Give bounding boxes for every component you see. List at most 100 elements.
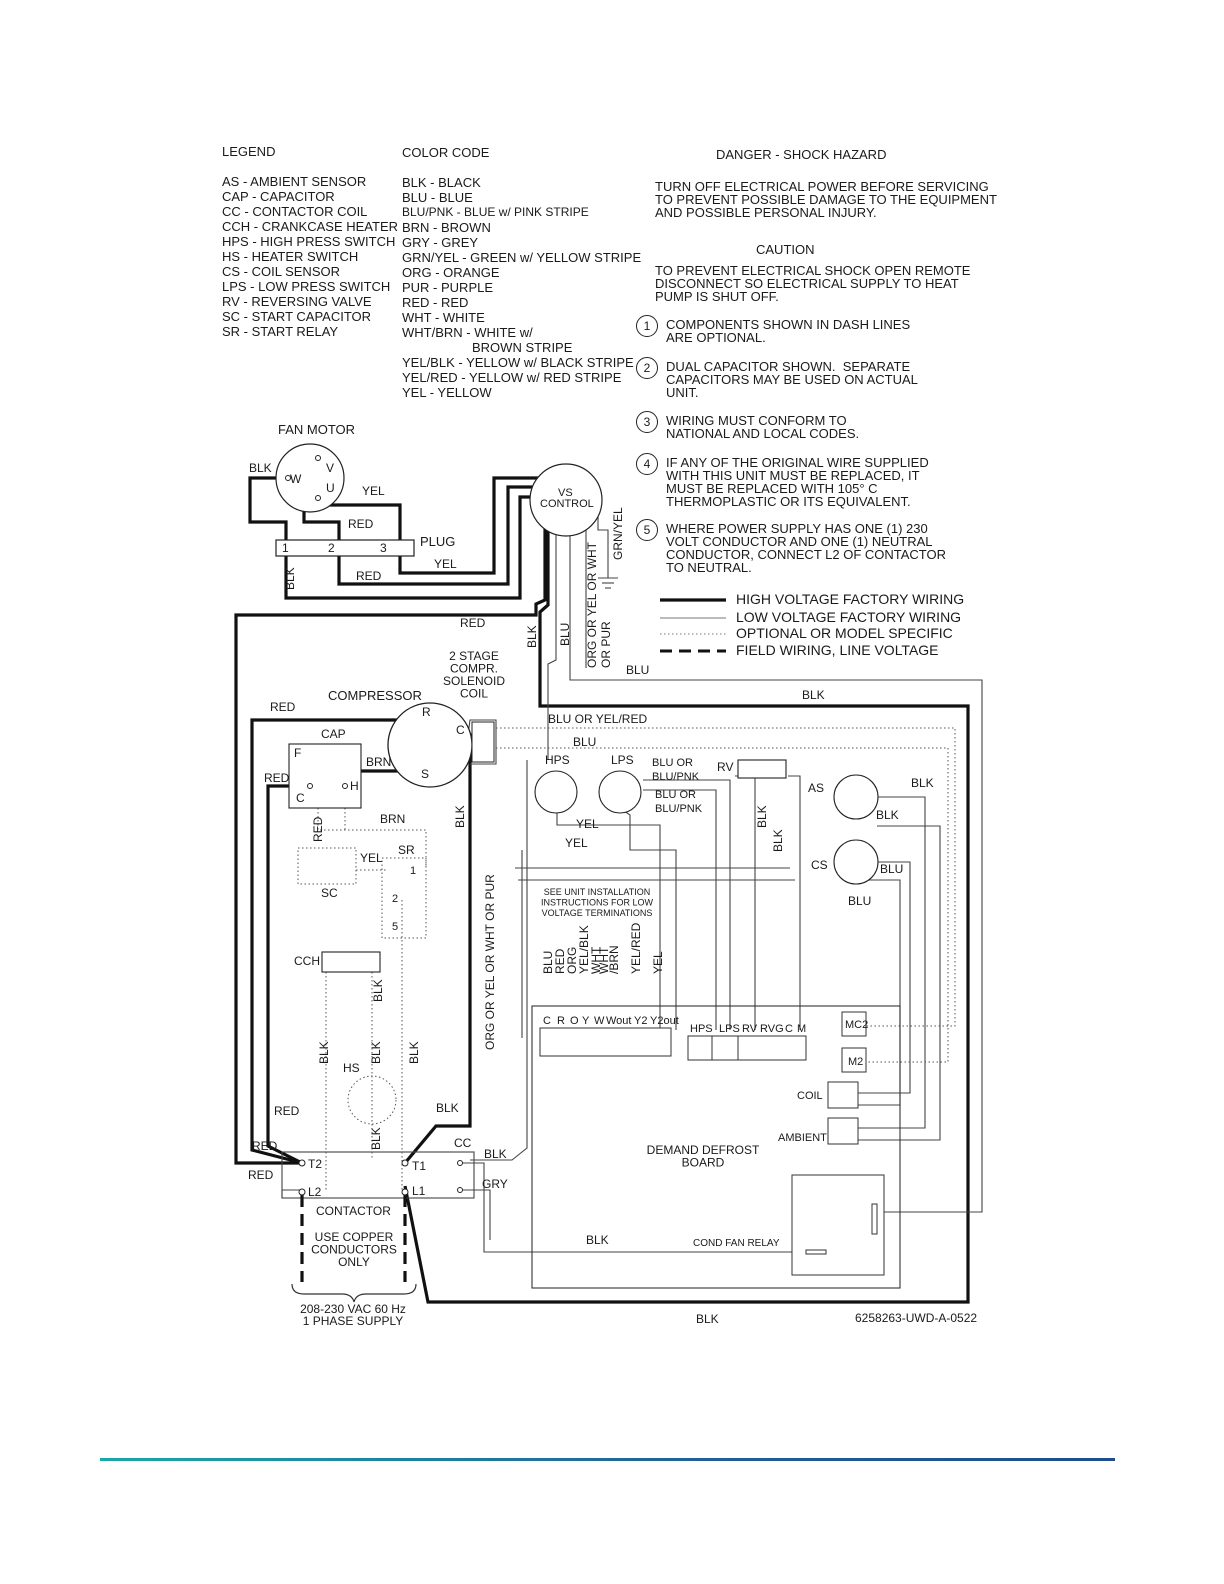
wire-label-blk: BLK [283, 567, 297, 590]
label-line: COMPR. [450, 662, 498, 676]
hv-terminal: C [785, 1023, 793, 1035]
hv-terminal: HPS [690, 1023, 713, 1035]
contactor-terminal-t2: T2 [308, 1157, 322, 1171]
wire-label-blk: BLK [696, 1312, 719, 1326]
wire-label-brn: BRN [366, 755, 391, 769]
danger-title: DANGER - SHOCK HAZARD [716, 147, 887, 162]
lv-terminal: Y2out [650, 1015, 679, 1027]
coil-label: COIL [797, 1090, 823, 1102]
wire-label-blk: BLK [586, 1233, 609, 1247]
label-line: COIL [460, 687, 488, 701]
contactor-terminal-l2: L2 [308, 1185, 322, 1199]
legend-item: CS - COIL SENSOR [222, 264, 340, 279]
wire-label-red: RED [252, 1139, 278, 1153]
note-number-circle: 4 [636, 453, 658, 475]
compressor-label: COMPRESSOR [328, 688, 422, 703]
color-code-item: BLK - BLACK [402, 175, 481, 190]
label-line: INSTRUCTIONS FOR LOW [541, 898, 654, 908]
vs-control-symbol [529, 463, 603, 537]
lv-wire-color-label: BLU [541, 951, 555, 974]
control-label: CONTROL [540, 498, 594, 510]
m2-box [841, 1047, 867, 1073]
wire-label-blu-pnk: BLU/PNK [655, 803, 703, 815]
color-code-item: BLU - BLUE [402, 190, 473, 205]
caution-text: TO PREVENT ELECTRICAL SHOCK OPEN REMOTE … [655, 263, 971, 304]
color-code-item: BRN - BROWN [402, 220, 491, 235]
coil-connector [827, 1081, 859, 1109]
fan-motor-label: FAN MOTOR [278, 422, 355, 437]
legend-item: HPS - HIGH PRESS SWITCH [222, 234, 396, 249]
label-line: SOLENOID [443, 674, 505, 688]
lv-terminal: O [570, 1015, 579, 1027]
color-code-title: COLOR CODE [402, 145, 490, 160]
color-code-item: YEL - YELLOW [402, 385, 492, 400]
contactor-terminal-t1: T1 [412, 1159, 426, 1173]
wire-label-blk: BLK [453, 805, 467, 828]
field-wiring [300, 1195, 407, 1282]
cap-label: CAP [321, 727, 346, 741]
high-press-switch-symbol [534, 770, 578, 814]
label-line: 1 PHASE SUPPLY [303, 1314, 404, 1328]
wire-label-gry: GRY [482, 1177, 508, 1191]
cs-label: CS [811, 858, 828, 872]
legend-item: RV - REVERSING VALVE [222, 294, 372, 309]
wire-label-blk: BLK [911, 776, 934, 790]
note-text: IF ANY OF THE ORIGINAL WIRE SUPPLIED WIT… [666, 455, 929, 509]
wire-label-yel: YEL [434, 557, 457, 571]
lv-wire-color-label: /BRN [607, 945, 621, 974]
wire-label-yel: YEL [576, 817, 599, 831]
supply-brace [291, 1283, 417, 1303]
line-key-samples [660, 598, 726, 653]
legend-title: LEGEND [222, 144, 276, 159]
hv-terminal: RV [742, 1023, 758, 1035]
wire-label-yel: YEL [565, 836, 588, 850]
cond-fan-relay-label: COND FAN RELAY [693, 1238, 780, 1249]
line-key-low-voltage: LOW VOLTAGE FACTORY WIRING [736, 609, 962, 625]
plug-terminal-3: 3 [380, 541, 387, 555]
lv-wire-color-label: YEL/BLK [577, 925, 591, 974]
lv-terminal: Wout [606, 1015, 631, 1027]
cond-fan-relay-box [791, 1174, 885, 1276]
label-line: VOLTAGE TERMINATIONS [542, 908, 653, 918]
legend-item: CAP - CAPACITOR [222, 189, 335, 204]
line-key-high-voltage: HIGH VOLTAGE FACTORY WIRING [736, 591, 965, 607]
note-number-circle: 5 [636, 519, 658, 541]
fan-motor-symbol [275, 443, 345, 513]
compressor-terminal-r: R [422, 705, 431, 719]
color-code-item: GRN/YEL - GREEN w/ YELLOW STRIPE [402, 250, 642, 265]
wire-label-blu: BLU [573, 735, 596, 749]
capacitor-symbol [288, 743, 362, 809]
plug-terminal-1: 1 [282, 541, 289, 555]
color-code-item: WHT/BRN - WHITE w/ [402, 325, 533, 340]
wire-label-red: RED [311, 816, 325, 842]
wire-label-grn-yel: GRN/YEL [611, 507, 625, 560]
solenoid-coil-symbol [471, 721, 495, 763]
label-line: 2 STAGE [449, 649, 499, 663]
wire-label-blk: BLK [317, 1041, 331, 1064]
wire-label-blk: BLK [436, 1101, 459, 1115]
label-line: SEE UNIT INSTALLATION [544, 887, 651, 897]
lv-wire-color-label: RED [553, 948, 567, 974]
wire-label-blu-pnk: BLU/PNK [652, 771, 700, 783]
coil-sensor-symbol [833, 839, 879, 885]
lv-wire-color-label: WHT [597, 946, 611, 974]
contactor-terminal-l1: L1 [412, 1184, 426, 1198]
hv-terminal: M [797, 1023, 806, 1035]
legend-item: LPS - LOW PRESS SWITCH [222, 279, 391, 294]
lv-terminal: Y [582, 1015, 590, 1027]
lv-wire-color-label: ORG [565, 947, 579, 974]
label-line: DEMAND DEFROST [647, 1143, 760, 1157]
high-voltage-wiring [234, 458, 970, 1304]
wire-label-blu-or-yel-red: BLU OR YEL/RED [548, 712, 647, 726]
wire-label-brn: BRN [380, 812, 405, 826]
note-text: DUAL CAPACITOR SHOWN. SEPARATE CAPACITOR… [666, 359, 918, 400]
wire-label-yel: YEL [362, 484, 385, 498]
legend-item: CCH - CRANKCASE HEATER [222, 219, 399, 234]
wire-label-red: RED [348, 517, 374, 531]
lv-terminal: C [543, 1015, 551, 1027]
legend-item: SC - START CAPACITOR [222, 309, 372, 324]
